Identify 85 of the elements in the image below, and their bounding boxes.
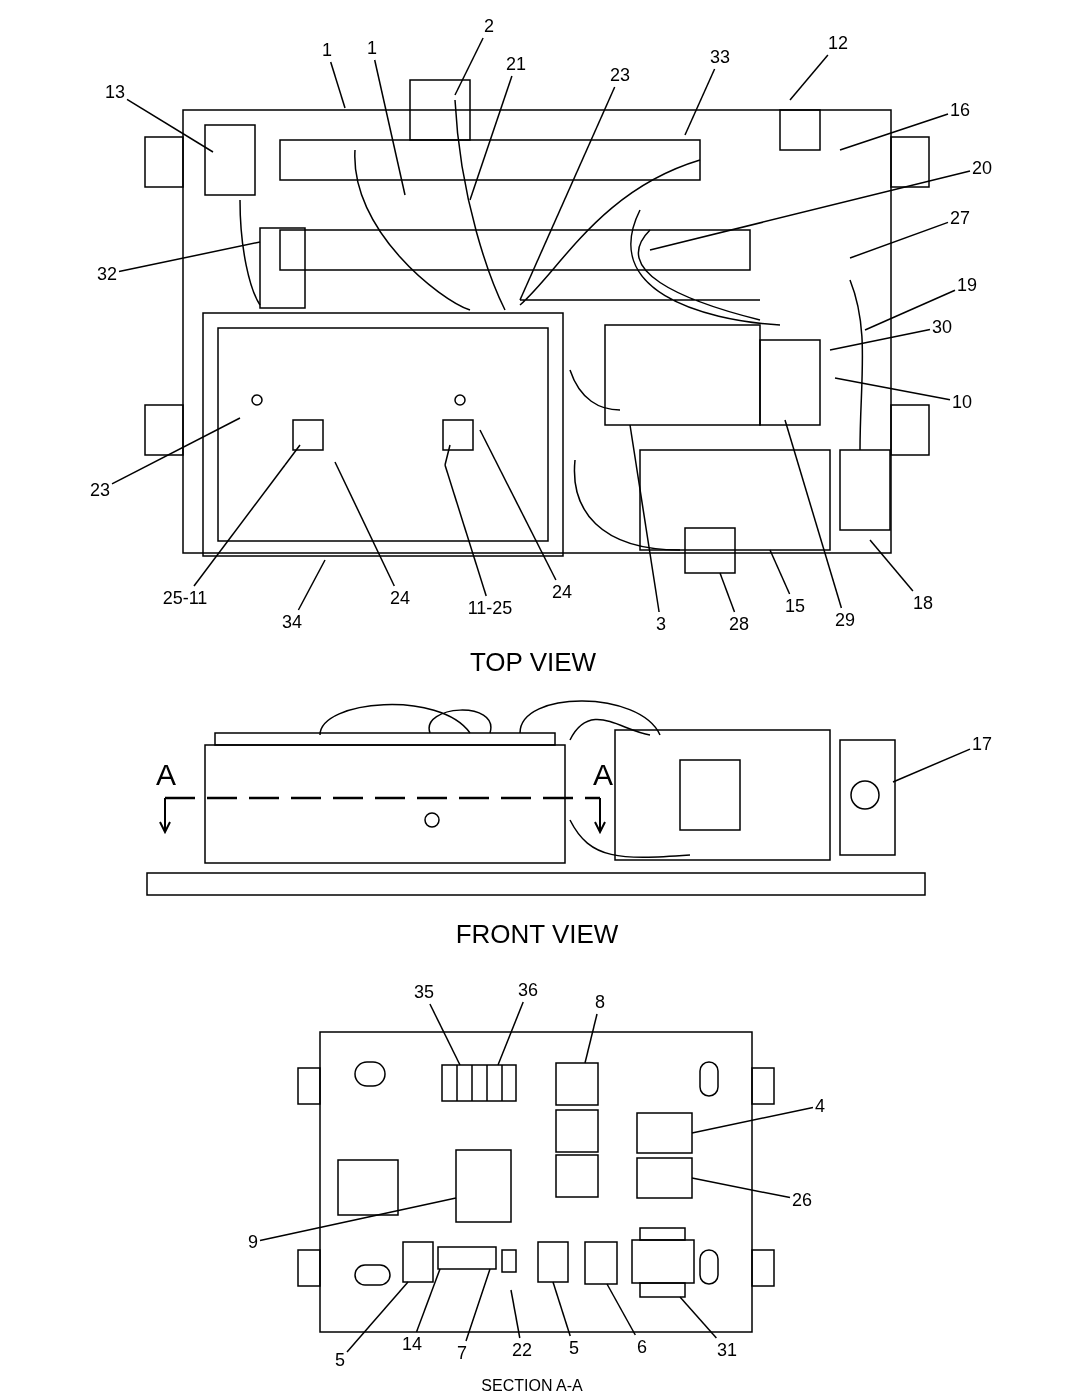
callout-number: 32 <box>97 264 117 284</box>
leader-line <box>118 241 261 273</box>
section-letter: A <box>593 758 613 792</box>
leader-line <box>789 54 829 101</box>
callout-number: 5 <box>335 1350 345 1370</box>
callout-number: 2 <box>484 16 494 36</box>
leader-line <box>429 1003 461 1066</box>
leader-line <box>465 1268 491 1342</box>
section-letter: A <box>156 758 176 792</box>
leader-line <box>834 377 951 401</box>
leader-line <box>454 37 484 96</box>
callout-number: 7 <box>457 1343 467 1363</box>
callout-number: 14 <box>402 1334 422 1354</box>
callout-number: 24 <box>390 588 410 608</box>
callout-number: 29 <box>835 610 855 630</box>
callout-number: 18 <box>913 593 933 613</box>
leader-line <box>126 98 214 153</box>
callout-number: 8 <box>595 992 605 1012</box>
leader-line <box>444 464 487 597</box>
callout-number: 33 <box>710 47 730 67</box>
callout-number: 13 <box>105 82 125 102</box>
callout-number: 11-25 <box>467 598 513 618</box>
callout-number: 16 <box>950 100 970 120</box>
callout-number: 23 <box>610 65 630 85</box>
callout-number: 1 <box>322 40 332 60</box>
leader-line <box>329 61 346 109</box>
leader-line <box>679 1296 718 1339</box>
leader-line <box>691 1177 791 1199</box>
callout-number: 30 <box>932 317 952 337</box>
callout-number: 19 <box>957 275 977 295</box>
leader-line <box>584 1013 598 1064</box>
leader-line <box>373 59 406 196</box>
leader-line <box>864 289 956 331</box>
callout-number: 12 <box>828 33 848 53</box>
leader-line <box>297 559 326 611</box>
leader-line <box>111 417 241 485</box>
leader-line <box>769 549 791 595</box>
callout-number: 31 <box>717 1340 737 1360</box>
callout-number: 22 <box>512 1340 532 1360</box>
leader-line <box>479 429 557 581</box>
leader-line <box>649 170 971 251</box>
callout-number: 4 <box>815 1096 825 1116</box>
leader-line <box>193 464 286 587</box>
section-caption: SECTION A-A <box>481 1377 583 1395</box>
leader-line <box>606 1283 637 1336</box>
leader-line <box>719 572 736 613</box>
callout-number: 6 <box>637 1337 647 1357</box>
leader-line <box>784 419 843 609</box>
callout-number: 1 <box>367 38 377 58</box>
view-title: FRONT VIEW <box>455 918 619 950</box>
callout-number: 35 <box>414 982 434 1002</box>
callout-number: 17 <box>972 734 992 754</box>
leader-line <box>869 539 914 592</box>
leader-line <box>469 75 513 201</box>
callout-number: 24 <box>552 582 572 602</box>
leader-line <box>691 1106 814 1134</box>
leader-line <box>346 1281 409 1353</box>
callout-number: 5 <box>569 1338 579 1358</box>
callout-number: 20 <box>972 158 992 178</box>
callout-number: 3 <box>656 614 666 634</box>
callout-number: 25-11 <box>162 588 208 608</box>
leader-line <box>629 424 660 613</box>
callout-number: 28 <box>729 614 749 634</box>
view-title: TOP VIEW <box>469 646 597 678</box>
leader-line <box>839 113 949 151</box>
leader-line <box>259 1197 457 1242</box>
leader-line <box>334 461 396 587</box>
leader-line <box>849 221 949 259</box>
leader-line <box>684 68 716 136</box>
leader-line <box>552 1281 571 1337</box>
callout-number: 34 <box>282 612 302 632</box>
callout-number: 21 <box>506 54 526 74</box>
leader-line <box>415 1268 441 1333</box>
callout-number: 9 <box>248 1232 258 1252</box>
leader-line <box>829 328 931 351</box>
leader-line <box>510 1289 521 1339</box>
leader-line <box>497 1001 524 1066</box>
callout-number: 10 <box>952 392 972 412</box>
callout-number: 23 <box>90 480 110 500</box>
leader-line <box>519 86 616 301</box>
callout-number: 26 <box>792 1190 812 1210</box>
callout-number: 36 <box>518 980 538 1000</box>
callout-number: 27 <box>950 208 970 228</box>
leader-line <box>892 748 971 783</box>
callout-number: 15 <box>785 596 805 616</box>
